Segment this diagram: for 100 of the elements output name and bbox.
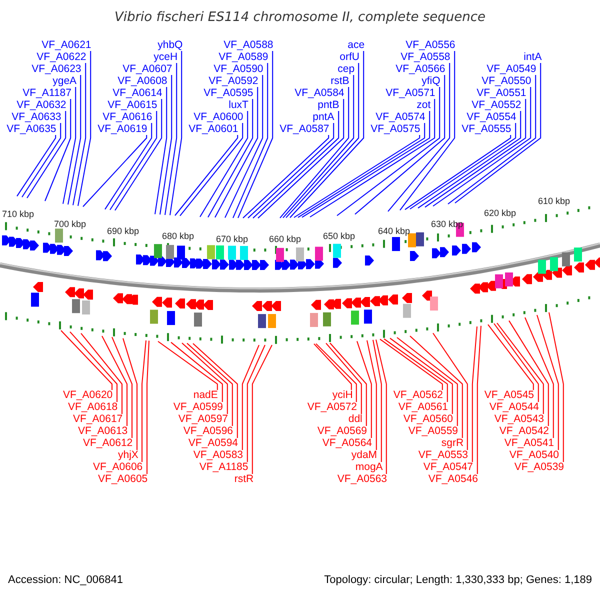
accession-text: Accession: NC_006841 <box>8 574 123 586</box>
gene-label: yfiQ <box>422 76 440 87</box>
gene-label: VF_A0558 <box>400 52 450 63</box>
scale-label: 660 kbp <box>269 234 302 244</box>
gene-label: VF_A0560 <box>403 414 453 425</box>
leader-line <box>70 331 118 402</box>
gene-label: VF_A0590 <box>214 64 264 75</box>
leader-line <box>180 122 244 216</box>
leader-line <box>472 326 478 462</box>
gene-label: sgrR <box>441 438 464 449</box>
gene-label: yhbQ <box>158 40 183 51</box>
leader-line <box>158 340 218 390</box>
leader-line <box>366 340 377 450</box>
gene-label: VF_A0547 <box>423 462 473 473</box>
leader-line <box>356 340 372 438</box>
gene-label: VF_A0553 <box>418 450 468 461</box>
leader-line <box>16 134 56 197</box>
scale-label: 690 kbp <box>107 226 140 236</box>
gene-label: pntA <box>312 112 334 123</box>
leader-line <box>214 86 258 218</box>
gene-label: VF_A0623 <box>32 64 82 75</box>
gene-label: VF_A0621 <box>42 40 92 51</box>
gene-label: VF_A0601 <box>188 124 238 135</box>
gene-label: VF_A0564 <box>322 438 372 449</box>
leader-line <box>142 340 146 462</box>
leader-line <box>164 62 178 216</box>
leader-line <box>384 338 448 402</box>
leader-line <box>68 74 82 205</box>
leader-line <box>432 332 468 450</box>
leader-line <box>282 74 354 218</box>
gene-label: VF_A0589 <box>218 52 268 63</box>
gene-label: rstB <box>330 76 350 87</box>
leader-line <box>286 62 360 218</box>
leader-line <box>192 343 238 438</box>
leader-line <box>112 336 132 438</box>
gene-label: VF_A1187 <box>22 88 72 99</box>
leader-line <box>26 110 66 198</box>
leader-line <box>252 110 340 219</box>
leader-line <box>72 62 86 206</box>
gene-label: VF_A0545 <box>484 390 534 401</box>
leader-line <box>104 122 152 210</box>
scale-label: 640 kbp <box>378 226 410 236</box>
gene-label: VF_A0597 <box>178 414 228 425</box>
gene-label: VF_A0594 <box>188 438 238 449</box>
scale-label: 670 kbp <box>216 234 248 244</box>
gene-label: VF_A0569 <box>317 426 367 437</box>
gene-label: VF_A0606 <box>93 462 143 473</box>
gene-label: VF_A0615 <box>108 100 158 111</box>
gene-label: nadE <box>193 390 218 401</box>
gene-label: VF_A0540 <box>509 450 559 461</box>
gene-label: orfU <box>340 52 360 63</box>
leader-line <box>280 86 350 218</box>
leader-line <box>314 343 352 390</box>
gene-label: VF_A0620 <box>63 390 113 401</box>
gene-label: VF_A0619 <box>98 124 148 135</box>
scale-label: 680 kbp <box>162 231 194 241</box>
gene-label: pntB <box>318 100 340 111</box>
gene-label: VF_A0607 <box>122 64 172 75</box>
scale-label: 700 kbp <box>54 219 86 229</box>
gene-label: VF_A0595 <box>204 88 254 99</box>
leader-line <box>242 134 330 218</box>
gene-label: VF_A0566 <box>396 64 446 75</box>
leader-line <box>258 98 344 219</box>
leader-line <box>432 86 532 207</box>
gene-label: VF_A0555 <box>462 124 512 135</box>
gene-label: intA <box>524 52 542 63</box>
leader-line <box>396 337 458 426</box>
leader-line <box>114 98 162 211</box>
leader-line <box>418 110 522 209</box>
leader-line <box>494 323 539 402</box>
gene-label: VF_A0563 <box>337 474 387 485</box>
gene-label: VF_A0575 <box>370 124 420 135</box>
leader-line <box>22 122 62 198</box>
leader-line <box>232 62 268 218</box>
gene-label: ddl <box>348 414 362 425</box>
gene-label: VF_A0632 <box>16 100 66 111</box>
gene-label: VF_A0613 <box>78 426 128 437</box>
gene-label: VF_A0608 <box>118 76 168 87</box>
gene-label: VF_A0599 <box>173 402 223 413</box>
gene-label: luxT <box>228 100 248 111</box>
leader-line <box>326 342 362 414</box>
leader-line <box>242 344 260 450</box>
gene-label: zot <box>416 100 431 111</box>
leader-line <box>170 342 223 402</box>
gene-label: VF_A0544 <box>489 402 539 413</box>
gene-label: VF_A0554 <box>466 112 516 123</box>
gene-label: VF_A0559 <box>408 426 458 437</box>
leader-line <box>170 50 182 216</box>
gene-label: VF_A0550 <box>482 76 532 87</box>
gene-label: rstR <box>234 474 254 485</box>
gene-label: ygeA <box>52 76 77 87</box>
leader-line <box>246 344 266 462</box>
leader-line <box>454 62 542 204</box>
leader-line <box>182 342 228 414</box>
leader-line <box>294 134 420 218</box>
scale-label: 630 kbp <box>431 219 464 229</box>
gene-label: VF_A0618 <box>68 402 118 413</box>
gene-label: VF_A0574 <box>376 112 426 123</box>
gene-label: VF_A0561 <box>398 402 448 413</box>
leader-line <box>44 98 72 202</box>
